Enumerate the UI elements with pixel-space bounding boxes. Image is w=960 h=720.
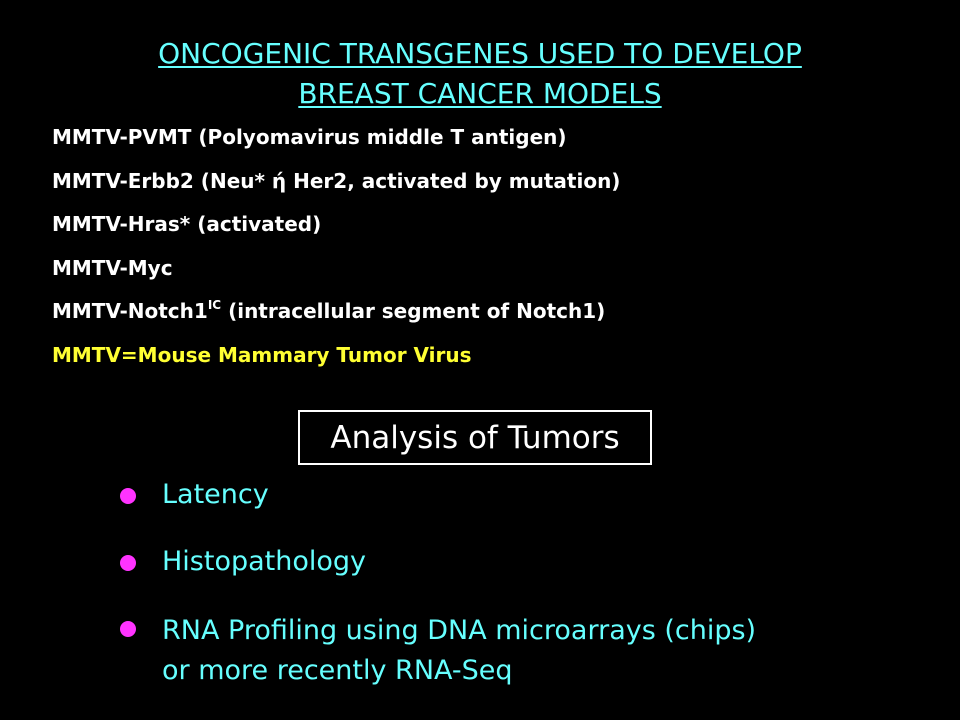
transgene-item-pvmt: MMTV-PVMT (Polyomavirus middle T antigen… — [52, 125, 567, 149]
notch1-prefix: MMTV-Notch1 — [52, 299, 208, 324]
title-line-2: BREAST CANCER MODELS — [298, 77, 662, 110]
title-line-1: ONCOGENIC TRANSGENES USED TO DEVELOP — [158, 37, 802, 70]
notch1-superscript: IC — [207, 298, 222, 313]
transgene-item-hras: MMTV-Hras* (activated) — [52, 212, 322, 237]
bullet-dot-icon — [120, 488, 136, 504]
analysis-heading-box: Analysis of Tumors — [298, 410, 652, 465]
slide-title: ONCOGENIC TRANSGENES USED TO DEVELOP BRE… — [0, 34, 960, 114]
transgene-list: MMTV-PVMT (Polyomavirus middle T antigen… — [52, 120, 932, 382]
bullet-dot-icon — [120, 555, 136, 571]
notch1-suffix: (intracellular segment of Notch1) — [221, 299, 606, 324]
analysis-item-label: Latency — [162, 479, 269, 510]
transgene-item-myc: MMTV-Myc — [52, 255, 173, 280]
analysis-item-label: Histopathology — [162, 546, 367, 577]
mmtv-footnote: MMTV=Mouse Mammary Tumor Virus — [52, 342, 472, 367]
transgene-item-erbb2: MMTV-Erbb2 (Neu* ή Her2, activated by mu… — [52, 168, 621, 193]
analysis-item-label-line-2: or more recently RNA-Seq — [162, 655, 513, 686]
bullet-dot-icon — [120, 621, 136, 637]
transgene-item-notch1: MMTV-Notch1IC (intracellular segment of … — [52, 294, 932, 338]
analysis-item-label-line-1: RNA Profiling using DNA microarrays (chi… — [162, 615, 757, 646]
